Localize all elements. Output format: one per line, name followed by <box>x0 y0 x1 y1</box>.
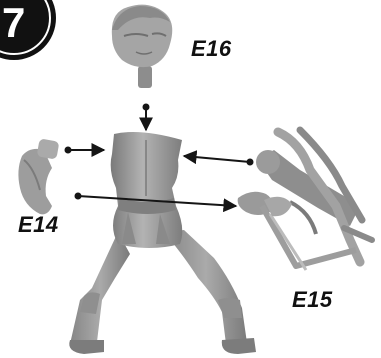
label-e16: E16 <box>191 38 232 60</box>
head-part-e16 <box>112 5 172 88</box>
crossbow-part-e15 <box>256 130 372 270</box>
torso-body <box>111 132 183 248</box>
label-e14: E14 <box>18 214 59 236</box>
arrow-crossbow-to-shoulder <box>184 156 254 166</box>
legs <box>69 230 256 354</box>
arrow-head-to-neck <box>143 104 150 131</box>
arrow-arm-to-shoulder <box>65 147 105 154</box>
label-e15: E15 <box>292 289 333 311</box>
arm-part-e14 <box>18 138 59 214</box>
step-number: 7 <box>2 2 25 44</box>
